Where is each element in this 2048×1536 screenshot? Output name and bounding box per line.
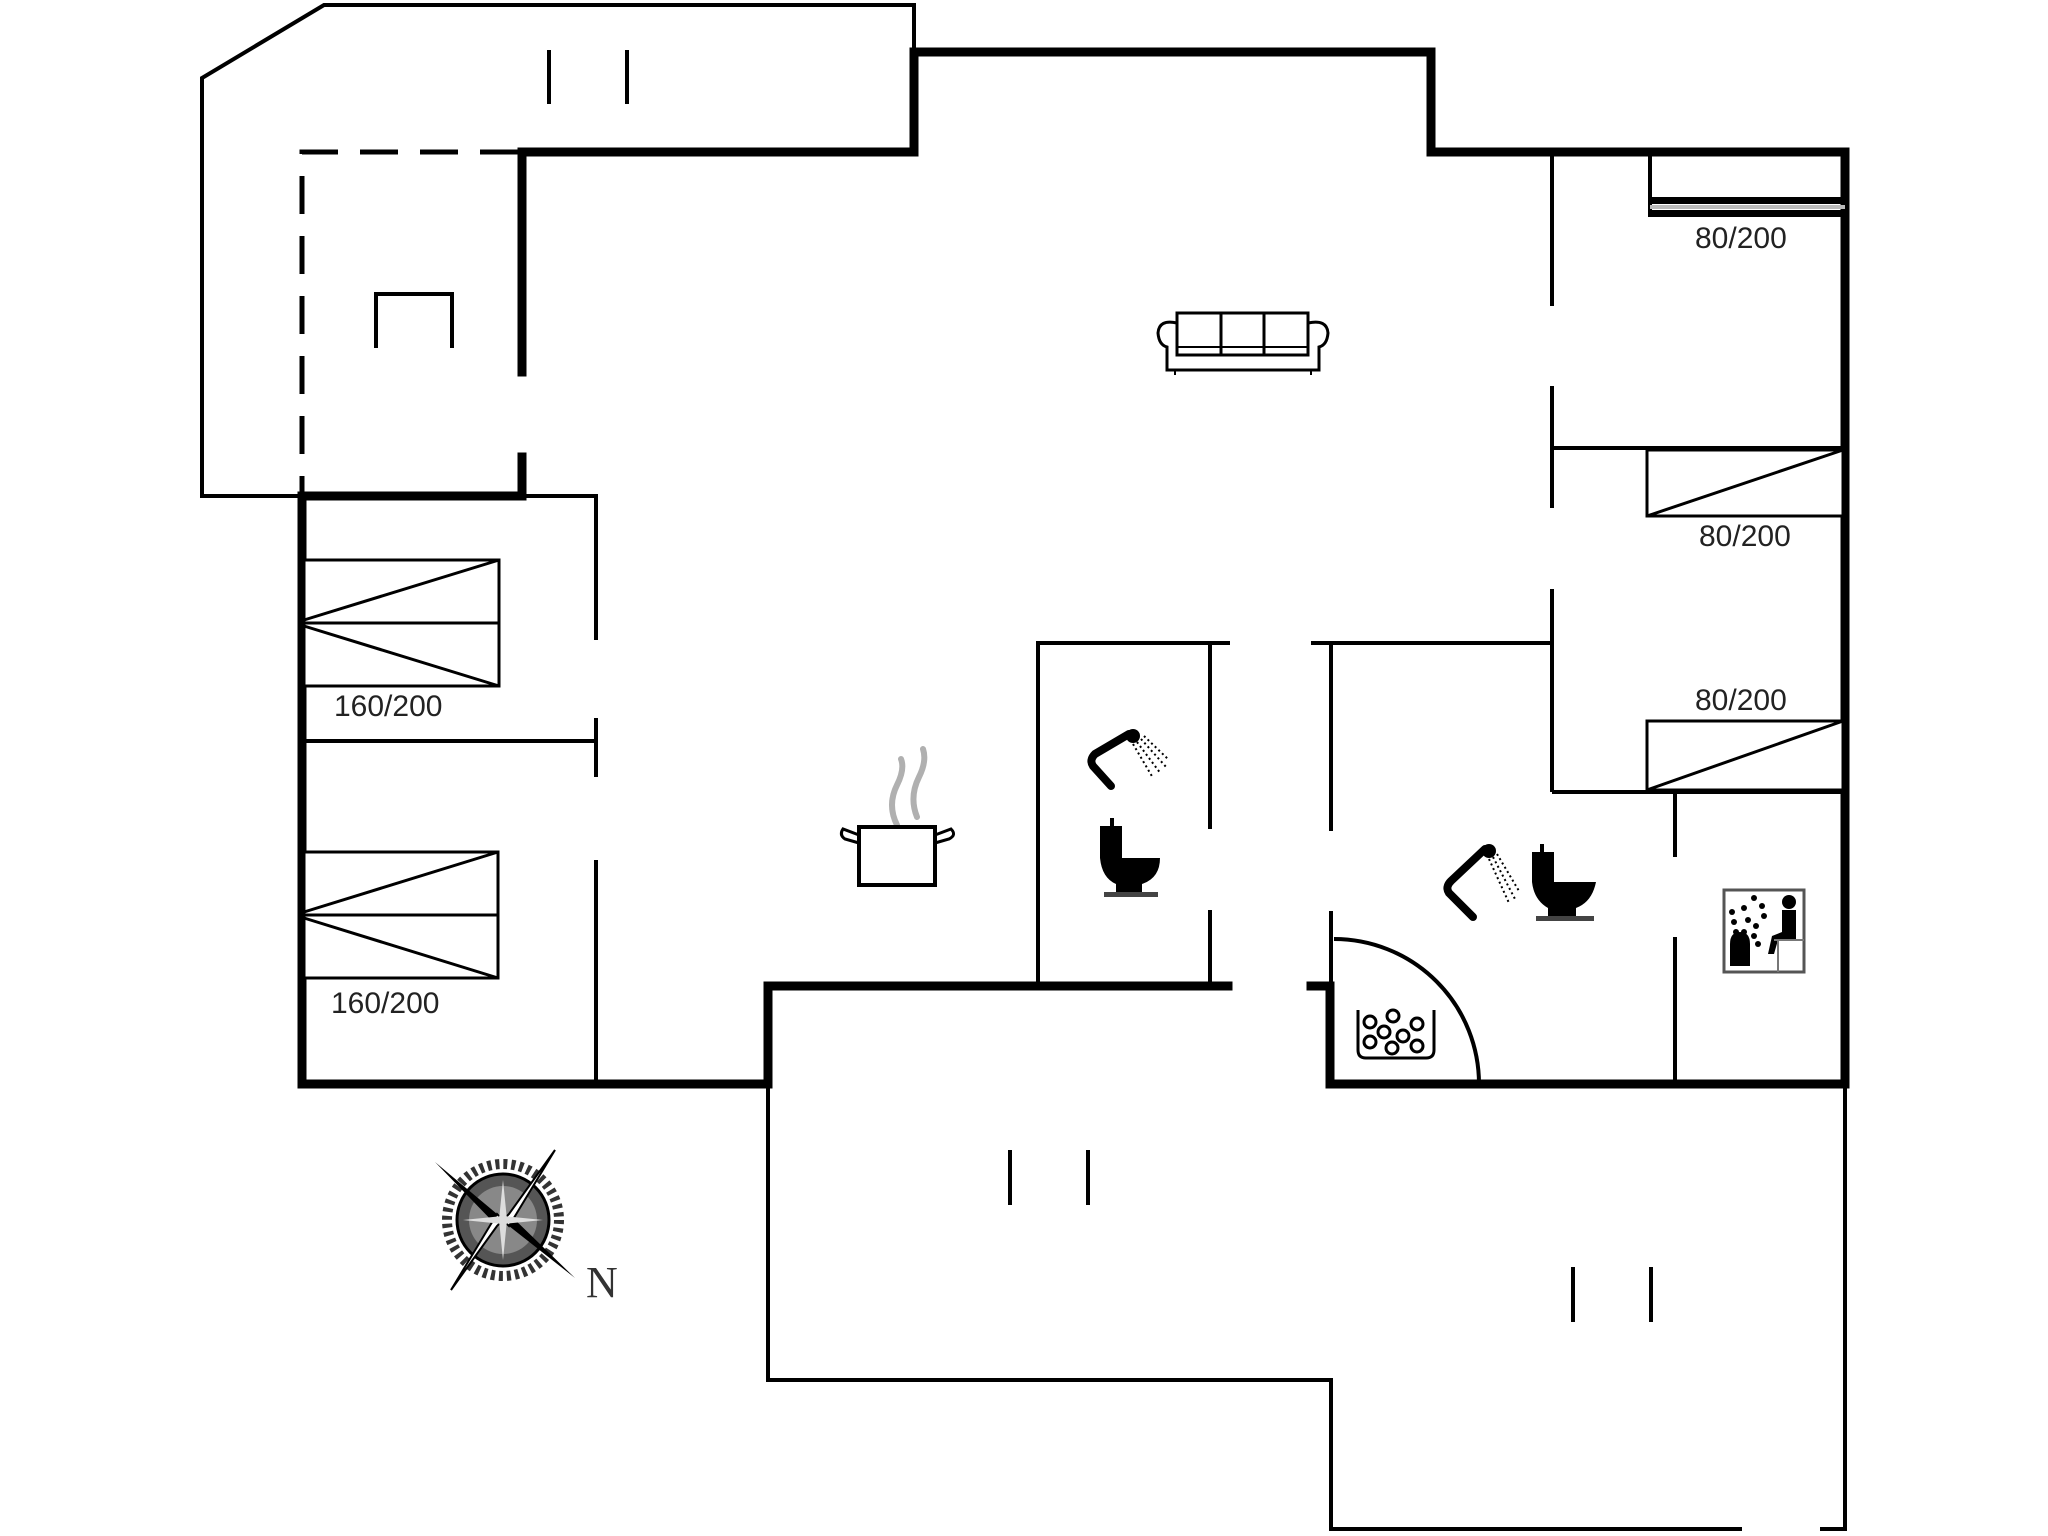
terrace-bottom (766, 1084, 1847, 1531)
bed-size-label: 160/200 (334, 690, 442, 723)
bed-size-label: 80/200 (1695, 684, 1787, 717)
terrace-top (200, 2, 916, 498)
compass-rose-icon (435, 1149, 575, 1291)
entrance-area (299, 149, 518, 496)
cooking-pot-icon (839, 746, 956, 887)
bunk-bed-top-right: 80/200 (1648, 152, 1845, 255)
bed-right-lower: 80/200 (1645, 684, 1845, 792)
bed-size-label: 160/200 (331, 987, 439, 1020)
exterior-walls (297, 47, 1850, 1089)
bed-left-lower: 160/200 (302, 850, 500, 1020)
sofa-icon (1156, 311, 1330, 375)
whirlpool-icon (1356, 1008, 1436, 1060)
sauna-icon (1722, 888, 1806, 974)
shower-icon (1087, 729, 1170, 790)
fireplace-icon (374, 292, 454, 348)
bed-size-label: 80/200 (1695, 222, 1787, 255)
north-label: N (586, 1258, 618, 1307)
toilet-icon (1532, 844, 1596, 921)
toilet-icon (1100, 818, 1160, 897)
bed-left-upper: 160/200 (302, 558, 501, 723)
bed-size-label: 80/200 (1699, 520, 1791, 553)
interior-walls (302, 152, 1845, 1085)
bed-right-middle: 80/200 (1645, 448, 1845, 553)
shower-icon (1443, 844, 1520, 921)
